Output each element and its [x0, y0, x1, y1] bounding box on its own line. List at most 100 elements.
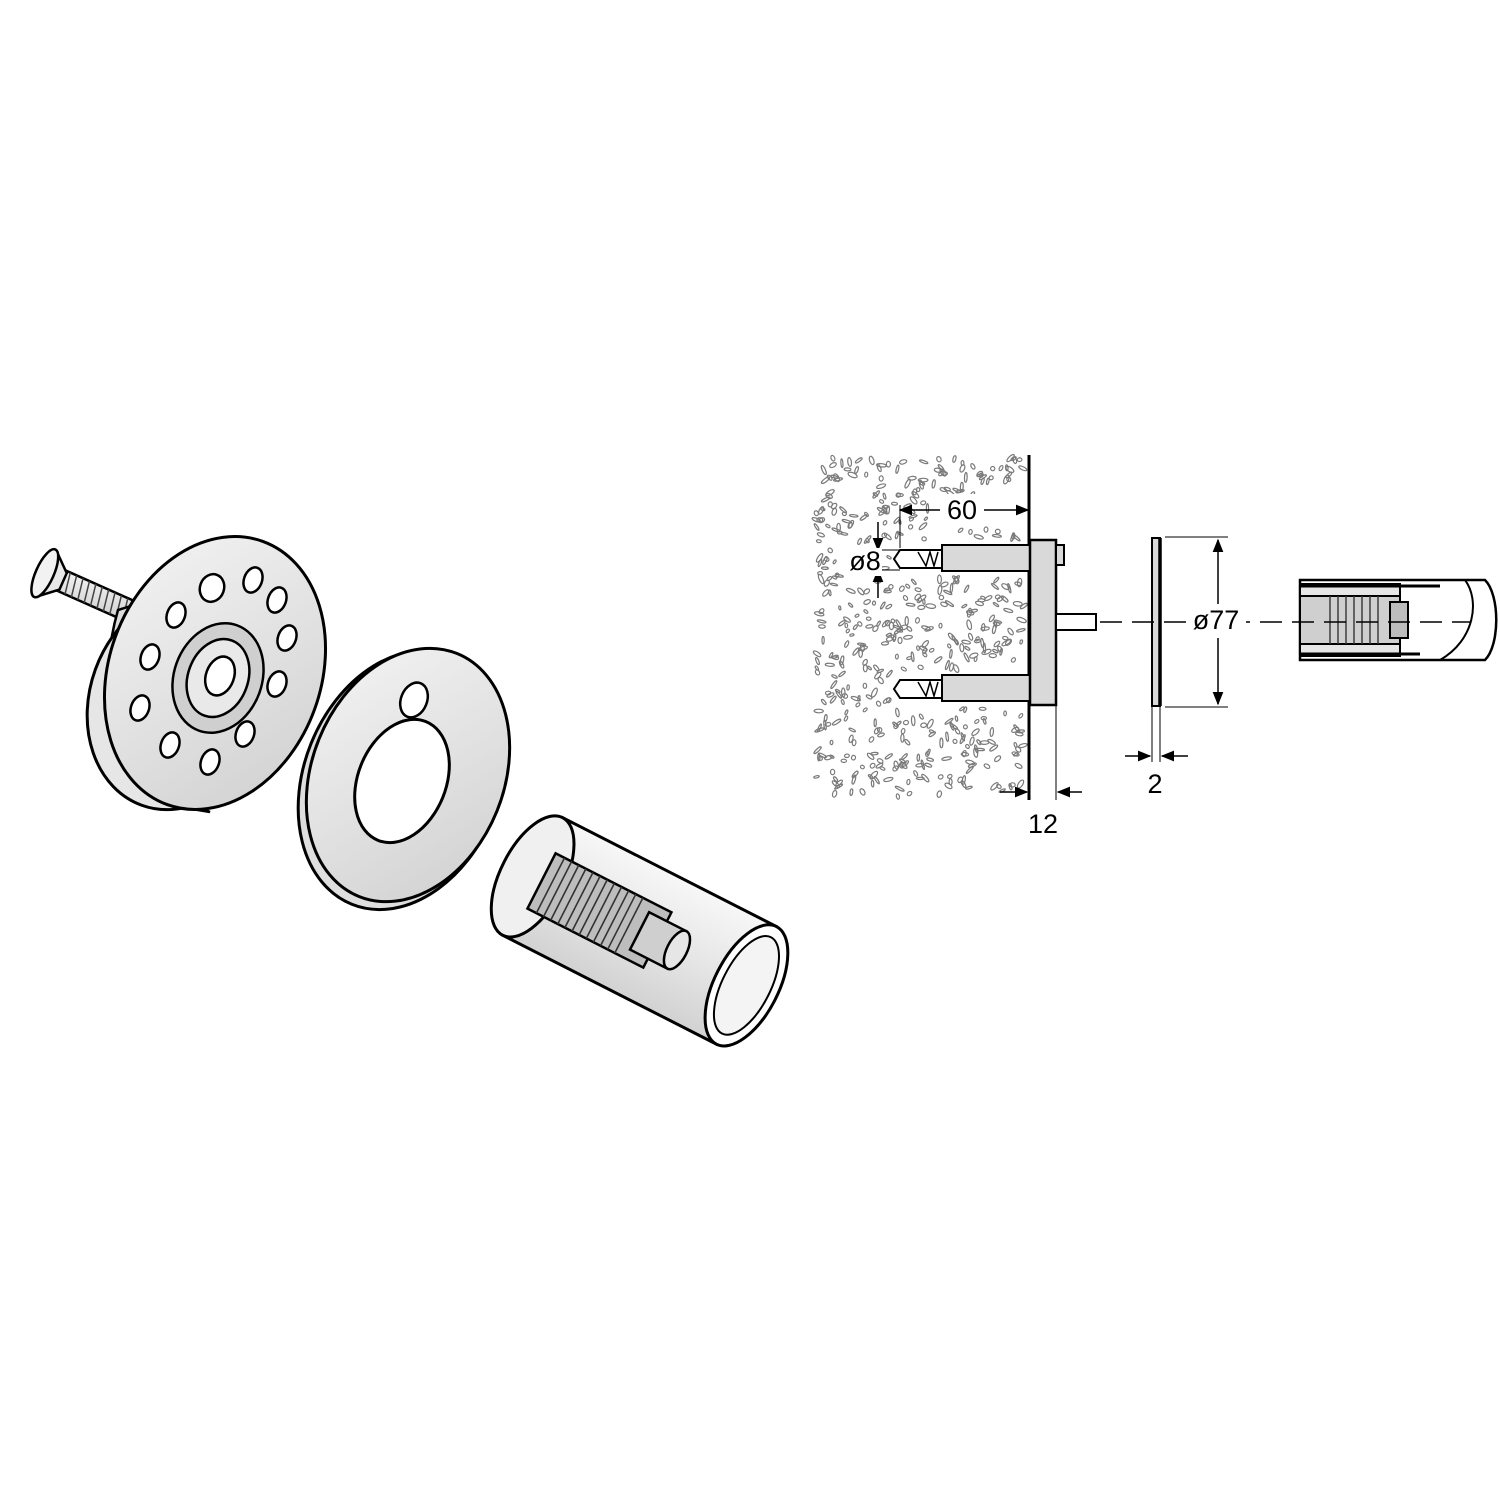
- speckle: [888, 584, 894, 590]
- speckle: [867, 774, 874, 779]
- speckle: [885, 669, 893, 678]
- speckle: [998, 464, 1004, 472]
- tube-section: [1298, 578, 1498, 662]
- speckle: [939, 737, 944, 749]
- speckle: [842, 693, 849, 699]
- rosette-icon: [296, 646, 512, 912]
- speckle: [834, 572, 840, 578]
- speckle: [914, 617, 921, 624]
- speckle: [1006, 453, 1015, 463]
- speckle: [906, 790, 913, 797]
- speckle: [969, 736, 975, 746]
- speckle: [938, 594, 945, 601]
- speckle: [848, 727, 857, 733]
- speckle: [965, 765, 974, 775]
- speckle: [916, 753, 921, 762]
- speckle: [926, 718, 934, 729]
- speckle: [990, 465, 996, 472]
- speckle: [944, 600, 955, 608]
- speckle: [938, 470, 945, 477]
- speckle: [993, 576, 1000, 584]
- speckle: [832, 776, 839, 782]
- speckle: [823, 556, 830, 562]
- speckle: [989, 727, 995, 737]
- speckle: [857, 642, 867, 647]
- speckle: [1019, 639, 1024, 645]
- speckle: [940, 581, 949, 588]
- speckle: [840, 699, 845, 705]
- speckle: [980, 637, 985, 649]
- speckle: [902, 595, 909, 601]
- speckle: [813, 523, 820, 531]
- speckle: [833, 473, 841, 483]
- section-drawing: 60 ø8 ø77 2: [811, 453, 1498, 839]
- speckle: [854, 613, 860, 618]
- speckle: [865, 616, 872, 621]
- speckle: [1016, 457, 1023, 463]
- speckle: [905, 583, 911, 589]
- speckle: [885, 697, 892, 704]
- speckle: [955, 489, 965, 494]
- speckle: [817, 573, 825, 585]
- speckle: [960, 751, 970, 757]
- speckle: [1003, 710, 1008, 717]
- speckle: [847, 602, 854, 608]
- speckle: [895, 793, 901, 800]
- speckle: [814, 669, 821, 676]
- speckle: [952, 738, 958, 745]
- speckle: [967, 632, 974, 641]
- speckle: [994, 594, 1001, 600]
- speckle: [875, 700, 882, 707]
- speckle: [873, 775, 880, 785]
- speckle: [857, 695, 861, 702]
- speckle: [820, 566, 829, 571]
- speckle: [906, 778, 911, 786]
- speckle: [832, 559, 837, 565]
- speckle: [882, 504, 889, 509]
- speckle: [944, 782, 953, 790]
- speckle: [840, 458, 844, 469]
- speckle: [915, 776, 925, 781]
- speckle: [949, 648, 953, 659]
- speckle: [815, 539, 822, 544]
- speckle: [983, 763, 991, 770]
- speckle: [992, 648, 999, 654]
- speckle: [906, 656, 913, 661]
- speckle: [902, 719, 910, 726]
- speckle: [941, 756, 952, 761]
- speckle: [831, 789, 838, 798]
- speckle: [829, 695, 837, 704]
- speckle: [910, 715, 916, 727]
- speckle: [870, 751, 879, 756]
- speckle: [877, 676, 884, 685]
- speckle: [851, 774, 857, 785]
- speckle: [952, 575, 960, 585]
- speckle: [817, 753, 821, 762]
- speckle: [838, 620, 846, 627]
- speckle: [984, 595, 993, 602]
- speckle: [876, 668, 885, 674]
- speckle: [869, 770, 879, 780]
- speckle: [928, 647, 935, 653]
- speckle: [1009, 782, 1016, 788]
- speckle: [918, 522, 928, 531]
- dimension-rosette-diameter: ø77: [1165, 536, 1246, 708]
- speckle: [823, 754, 833, 761]
- speckle: [881, 532, 888, 539]
- speckle: [965, 785, 973, 790]
- speckle: [842, 616, 852, 623]
- dimension-base-thickness: 12: [1000, 706, 1082, 839]
- speckle: [857, 621, 863, 627]
- speckle: [954, 728, 961, 735]
- speckle: [919, 645, 928, 652]
- speckle: [890, 618, 896, 624]
- speckle: [812, 650, 822, 658]
- speckle: [829, 462, 837, 469]
- speckle: [829, 768, 836, 776]
- speckle: [921, 625, 931, 631]
- speckle: [894, 653, 899, 660]
- speckle: [834, 688, 841, 694]
- speckle: [854, 466, 860, 474]
- speckle: [1014, 581, 1022, 587]
- speckle: [847, 471, 858, 479]
